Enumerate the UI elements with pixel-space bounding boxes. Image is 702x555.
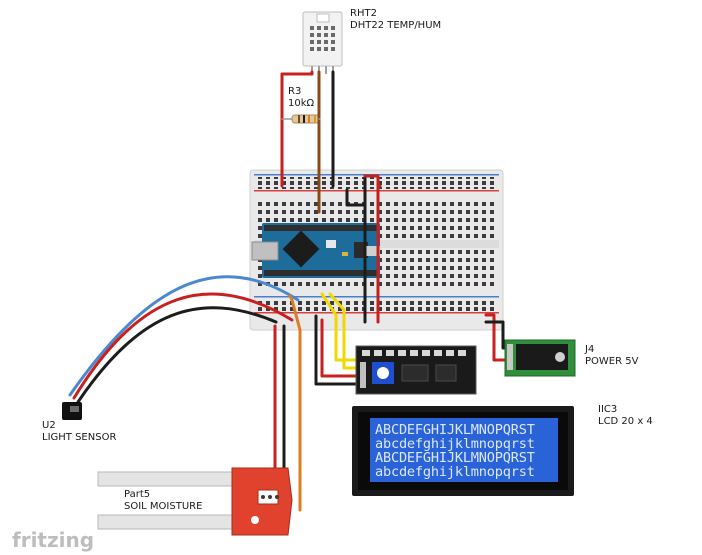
power-name: POWER 5V: [585, 356, 639, 367]
fritzing-logo: fritzing: [12, 528, 94, 552]
arduino-nano: [251, 223, 380, 278]
light-sensor-name: LIGHT SENSOR: [42, 432, 116, 443]
jumper-gnd: [345, 174, 367, 207]
lcd-line-4: abcdefghijklmnopqrst: [375, 464, 535, 480]
wire-light-black: [76, 306, 278, 404]
dht22-ref: RHT2: [350, 8, 377, 19]
wire-lcd-yellow-1: [320, 292, 358, 362]
wire-lcd-yellow-2: [328, 292, 358, 370]
dht22-sensor: [302, 11, 343, 74]
power-ref: J4: [584, 344, 594, 355]
lcd-line-1: ABCDEFGHIJKLMNOPQRST: [375, 422, 535, 438]
wire-light-red: [72, 292, 294, 400]
resistor: [291, 114, 321, 124]
wire-light-blue: [68, 275, 300, 397]
wires: [68, 70, 512, 512]
wire-lcd-black: [314, 314, 358, 386]
iic-module: [355, 345, 477, 395]
jumper-5v: [363, 174, 380, 324]
lcd-line-2: abcdefghijklmnopqrst: [375, 436, 535, 452]
wire-dht-vcc: [280, 70, 314, 188]
wire-soil-orange-top: [288, 294, 294, 302]
power-jack: [504, 339, 576, 377]
lcd-module-ref: IIC3: [598, 404, 617, 415]
wire-soil-orange: [290, 298, 302, 512]
lcd-module-name: LCD 20 x 4: [598, 416, 653, 427]
wire-power-red: [484, 313, 512, 362]
resistor-ref: R3: [288, 86, 301, 97]
soil-sensor-ref: Part5: [124, 489, 150, 500]
soil-sensor: [97, 467, 293, 536]
resistor-value: 10kΩ: [288, 98, 315, 109]
lcd-display: ABCDEFGHIJKLMNOPQRST abcdefghijklmnopqrs…: [352, 406, 574, 496]
light-sensor-ref: U2: [42, 420, 56, 431]
dht22-name: DHT22 TEMP/HUM: [350, 20, 441, 31]
soil-sensor-name: SOIL MOISTURE: [124, 501, 202, 512]
lcd-line-3: ABCDEFGHIJKLMNOPQRST: [375, 450, 535, 466]
light-sensor: [62, 402, 82, 420]
wire-lcd-red: [320, 318, 358, 378]
